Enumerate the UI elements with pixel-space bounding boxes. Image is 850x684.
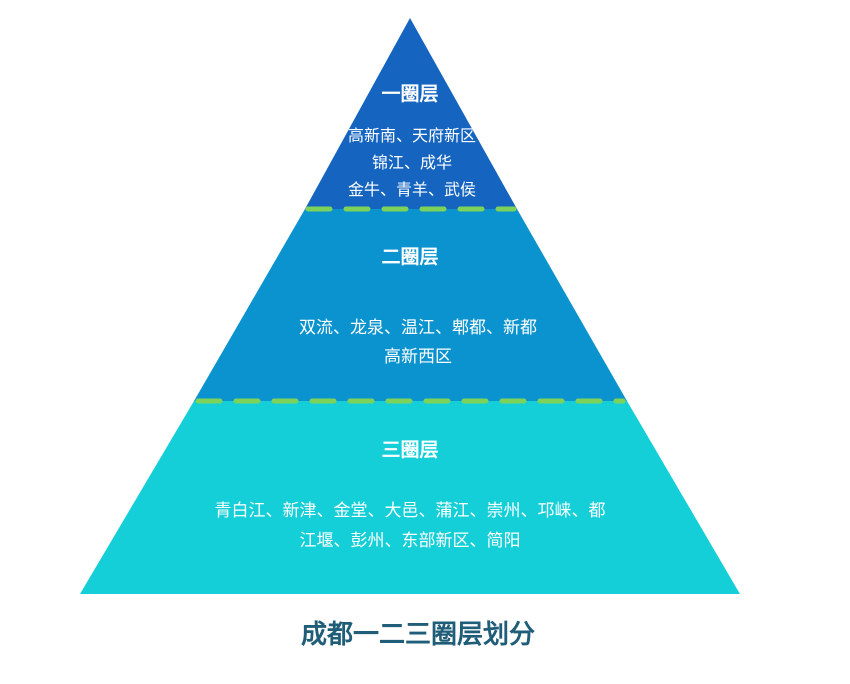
tier-2-line-1: 双流、龙泉、温江、郫都、新都	[299, 318, 537, 338]
tier-1-line-2: 锦江、成华	[372, 153, 452, 172]
tier-1-line-1: 高新南、天府新区	[348, 126, 476, 145]
tier-3-line-1: 青白江、新津、金堂、大邑、蒲江、崇州、邛崃、都	[215, 501, 606, 521]
tier-2-line-2: 高新西区	[384, 347, 452, 367]
tier-1-line-3: 金牛、青羊、武侯	[348, 180, 476, 199]
tier-2-title: 二圈层	[381, 246, 438, 268]
tier-1-title: 一圈层	[381, 83, 438, 105]
tier-3-title: 三圈层	[381, 439, 438, 461]
tier-1-region	[305, 18, 517, 209]
tier-3-line-2: 江堰、彭州、东部新区、简阳	[300, 531, 521, 551]
tier-3-region	[80, 401, 740, 594]
tier-2-region	[194, 209, 627, 401]
diagram-caption: 成都一二三圈层划分	[301, 620, 535, 650]
